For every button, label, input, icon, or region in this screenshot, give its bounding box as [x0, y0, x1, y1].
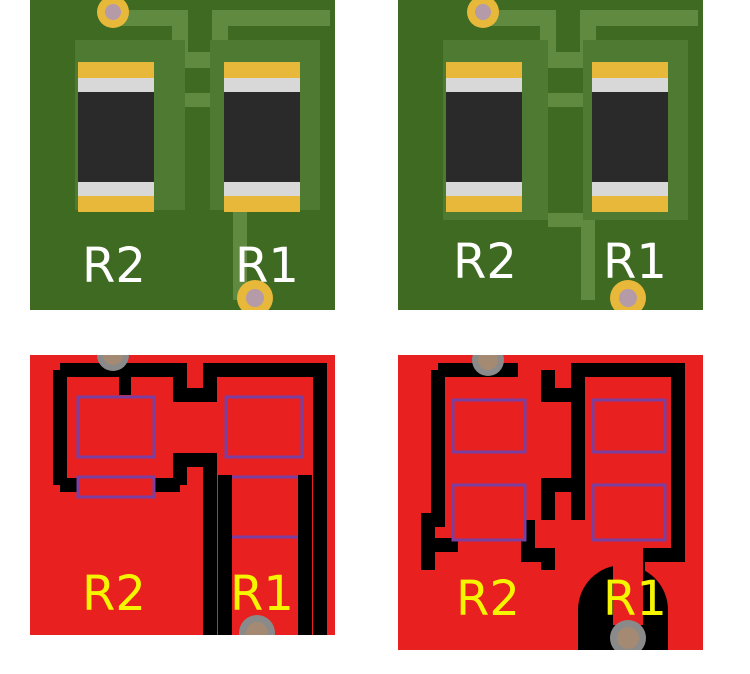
top-left-board: R2 R1 — [30, 0, 335, 310]
via-hole — [619, 289, 637, 307]
via-hole — [475, 4, 491, 20]
top-right-3d-render: R2 R1 — [398, 0, 703, 310]
silk-label-r1: R1 — [235, 238, 299, 294]
silk-label-r1: R1 — [603, 234, 667, 290]
resistor-body — [592, 92, 668, 182]
via-hole — [103, 355, 123, 365]
end-cap — [592, 182, 668, 196]
clearance — [119, 364, 150, 395]
pad-r2-top — [451, 398, 527, 454]
resistor-r1 — [224, 62, 300, 212]
silk-label-r2: R2 — [456, 571, 520, 627]
resistor-body — [78, 92, 154, 182]
silk-label-r2: R2 — [453, 234, 517, 290]
via-hole — [105, 4, 121, 20]
end-cap — [446, 78, 522, 92]
silk-label-r2: R2 — [82, 238, 146, 294]
pad-r1-top — [591, 398, 667, 454]
pad-r1-bottom — [224, 475, 304, 539]
silk-label-r1: R1 — [230, 566, 294, 622]
bottom-left-2d-layout: R2 R1 — [30, 355, 335, 635]
top-right-board: R2 R1 — [398, 0, 703, 310]
bottom-right-2d-layout: R2 R1 — [398, 355, 703, 650]
silk-label-r1: R1 — [603, 571, 667, 627]
end-cap — [78, 78, 154, 92]
top-left-3d-render: R2 R1 — [30, 0, 335, 310]
resistor-r2 — [446, 62, 522, 212]
resistor-r2 — [78, 62, 154, 212]
pad-r2-bottom — [76, 475, 156, 499]
end-cap — [592, 78, 668, 92]
copper-trace — [115, 10, 330, 68]
end-cap — [446, 182, 522, 196]
copper-trace — [613, 545, 643, 625]
end-cap — [224, 182, 300, 196]
via-hole — [246, 289, 264, 307]
pad-r2-top — [76, 395, 156, 459]
clearance — [521, 520, 555, 570]
via-hole — [246, 622, 268, 635]
via-hole — [617, 627, 639, 649]
bottom-left-layout: R2 R1 — [30, 355, 335, 635]
copper-trace — [483, 10, 698, 68]
silk-label-r2: R2 — [82, 566, 146, 622]
end-cap — [78, 182, 154, 196]
resistor-body — [224, 92, 300, 182]
resistor-body — [446, 92, 522, 182]
end-cap — [224, 78, 300, 92]
resistor-r1 — [592, 62, 668, 212]
bottom-right-layout: R2 R1 — [398, 355, 703, 650]
via-hole — [478, 355, 498, 370]
pad-r2-bottom — [451, 483, 527, 542]
pad-r1-top — [224, 395, 304, 459]
pad-r1-bottom — [591, 483, 667, 542]
